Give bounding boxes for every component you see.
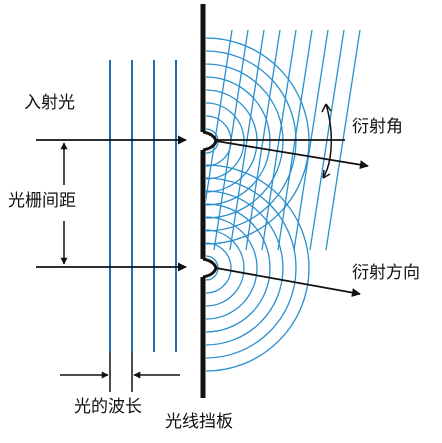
diffracted-ray-lower	[215, 267, 361, 297]
incident-wavefronts	[109, 60, 177, 352]
diffraction-angle-label: 衍射角	[352, 117, 403, 137]
diffracted-ray-upper	[215, 140, 369, 170]
slit-edges	[202, 130, 218, 279]
wave-arc	[206, 190, 284, 346]
incident-arrows	[36, 135, 187, 272]
wave-arc	[206, 216, 258, 320]
wave-arc	[206, 76, 271, 206]
incident-light-label: 入射光	[24, 93, 75, 113]
wave-arc	[206, 50, 297, 232]
diffraction-direction-label: 衍射方向	[352, 263, 420, 283]
wave-arc	[206, 102, 245, 180]
wave-arc	[206, 203, 271, 333]
wave-arc	[206, 242, 232, 294]
wavelength-indicator	[60, 352, 180, 392]
grating-spacing-label: 光栅间距	[8, 191, 76, 211]
wave-arc	[206, 63, 284, 219]
wave-arc	[206, 89, 258, 193]
diffraction-rays	[215, 139, 369, 297]
wave-arc	[206, 164, 310, 372]
wavelength-label: 光的波长	[74, 397, 142, 417]
barrier-label: 光线挡板	[165, 412, 233, 432]
wave-arc	[206, 229, 245, 307]
wave-arc	[206, 177, 297, 359]
angle-arc	[321, 103, 333, 179]
wave-arc	[206, 37, 310, 245]
